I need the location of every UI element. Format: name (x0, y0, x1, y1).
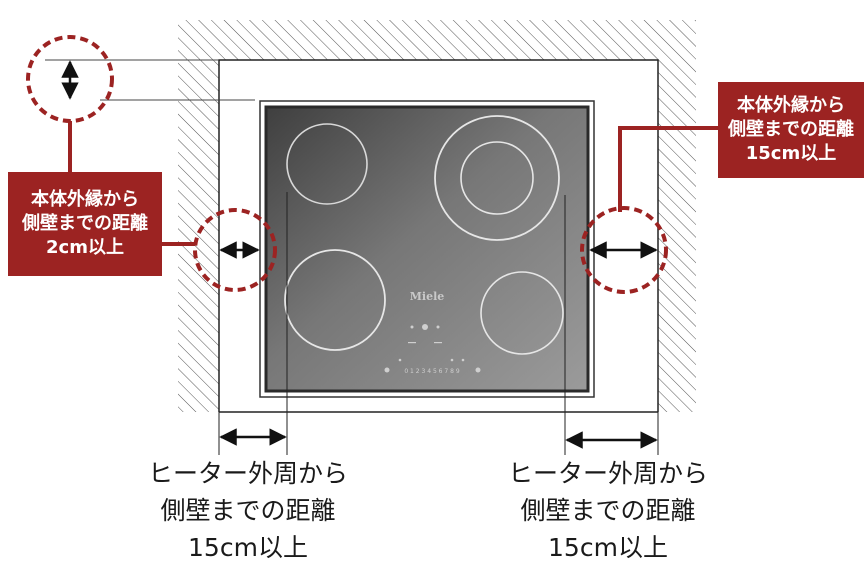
connector-right (618, 126, 718, 212)
caption-left-line-2: 側壁までの距離 (160, 496, 336, 525)
wall-hatch (178, 20, 696, 412)
control-scale: 0 1 2 3 4 5 6 7 8 9 (404, 368, 460, 375)
highlight-circle-right (580, 206, 668, 294)
caption-heater-right: ヒーター外周から 側壁までの距離 15cm以上 (478, 455, 738, 566)
caption-left-line-3: 15cm以上 (188, 533, 308, 562)
caption-right-line-1: ヒーター外周から (507, 459, 708, 488)
zone-top-right-inner (460, 141, 534, 215)
callout-right-line-1: 本体外縁から (737, 95, 845, 116)
callout-left-line-3: 2cm以上 (46, 237, 124, 258)
cooktop-glass-border (264, 105, 590, 393)
callout-left-line-2: 側壁までの距離 (22, 213, 148, 234)
caption-right-line-3: 15cm以上 (548, 533, 668, 562)
caption-left-line-1: ヒーター外周から (147, 459, 348, 488)
callout-side-clearance-15cm: 本体外縁から 側壁までの距離 15cm以上 (718, 82, 864, 178)
callout-left-line-1: 本体外縁から (31, 189, 139, 210)
zone-top-right-outer (434, 115, 560, 241)
cavity-outline (218, 59, 659, 413)
zone-top-left (286, 123, 368, 205)
control-symbols (384, 324, 481, 373)
caption-right-line-2: 側壁までの距離 (520, 496, 696, 525)
cooktop-glass (266, 107, 588, 391)
callout-right-line-3: 15cm以上 (745, 143, 837, 164)
callout-right-line-2: 側壁までの距離 (728, 119, 854, 140)
highlight-circle-left (193, 208, 277, 292)
callout-side-clearance-2cm: 本体外縁から 側壁までの距離 2cm以上 (8, 172, 162, 276)
brand-logo: Miele (410, 290, 445, 303)
zone-bottom-left (284, 249, 386, 351)
caption-heater-left: ヒーター外周から 側壁までの距離 15cm以上 (118, 455, 378, 566)
zone-bottom-right (480, 271, 564, 355)
